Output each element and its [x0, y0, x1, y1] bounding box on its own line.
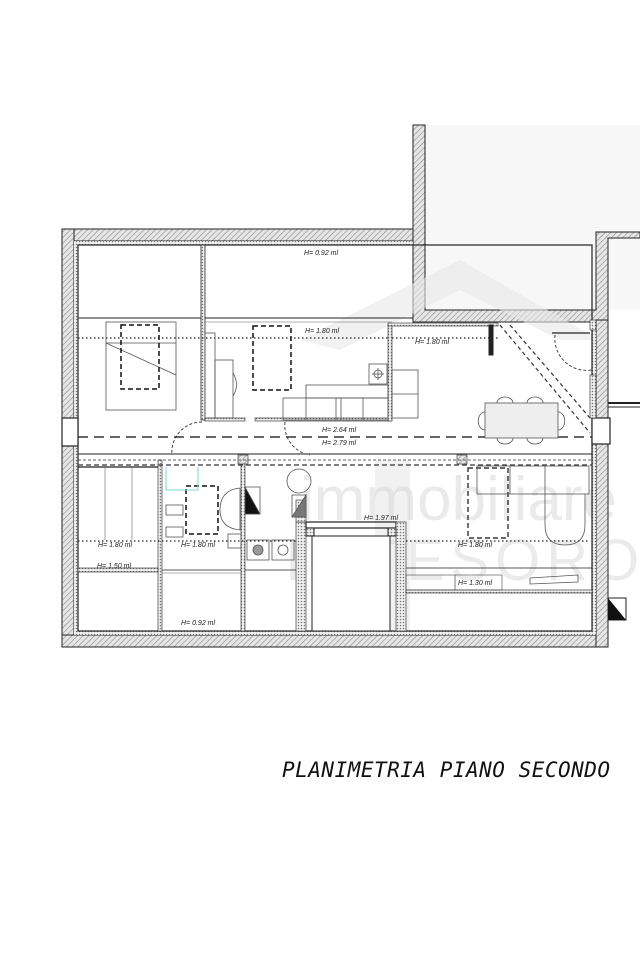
- toilet: [165, 526, 184, 538]
- height-label: H= 0.92 ml: [304, 250, 338, 257]
- height-label: H= 1.80 ml: [98, 542, 132, 549]
- bed-double: [105, 321, 177, 411]
- height-label: H= 2.79 ml: [322, 440, 356, 447]
- window-right: [591, 417, 611, 445]
- height-label: H= 2.64 ml: [322, 427, 356, 434]
- dining-table: [484, 402, 559, 439]
- door-swing-entry: [554, 334, 593, 371]
- watermark-text-1: immobiliare: [300, 465, 617, 534]
- door-swing-living: [284, 421, 311, 456]
- height-lines: [78, 337, 590, 542]
- window-left: [61, 417, 79, 447]
- interior-walls: [77, 244, 597, 632]
- bathtub-right: [544, 494, 586, 546]
- door-swings: [171, 334, 593, 456]
- door-swing-bedroom: [171, 421, 203, 456]
- height-label: H= 1.80 ml: [181, 542, 215, 549]
- kitchen-counter: [282, 397, 389, 421]
- height-label: H= 1.80 ml: [458, 542, 492, 549]
- windows: [61, 402, 640, 621]
- dryer: [271, 539, 295, 561]
- washer: [246, 539, 270, 561]
- height-label: H= 0.92 ml: [181, 620, 215, 627]
- sink-right: [529, 574, 579, 585]
- washbasin-round: [286, 468, 312, 494]
- stove: [368, 363, 388, 385]
- height-label: H= 1.80 ml: [415, 339, 449, 346]
- bed-single: [252, 325, 292, 391]
- beam-lines: [78, 324, 592, 466]
- height-label: H= 1.50 ml: [97, 563, 131, 570]
- bathtub-sink: [219, 487, 241, 531]
- height-label: H= 1.80 ml: [305, 328, 339, 335]
- height-label-group: H= 0.92 ml H= 1.80 ml H= 1.80 ml H= 2.64…: [97, 250, 492, 627]
- height-label: H= 1.30 ml: [458, 580, 492, 587]
- drawing-title: PLANIMETRIA PIANO SECONDO: [282, 758, 611, 782]
- furniture: [105, 321, 590, 585]
- bidet: [165, 504, 184, 516]
- height-label: H= 1.97 ml: [364, 515, 398, 522]
- shower: [185, 485, 219, 535]
